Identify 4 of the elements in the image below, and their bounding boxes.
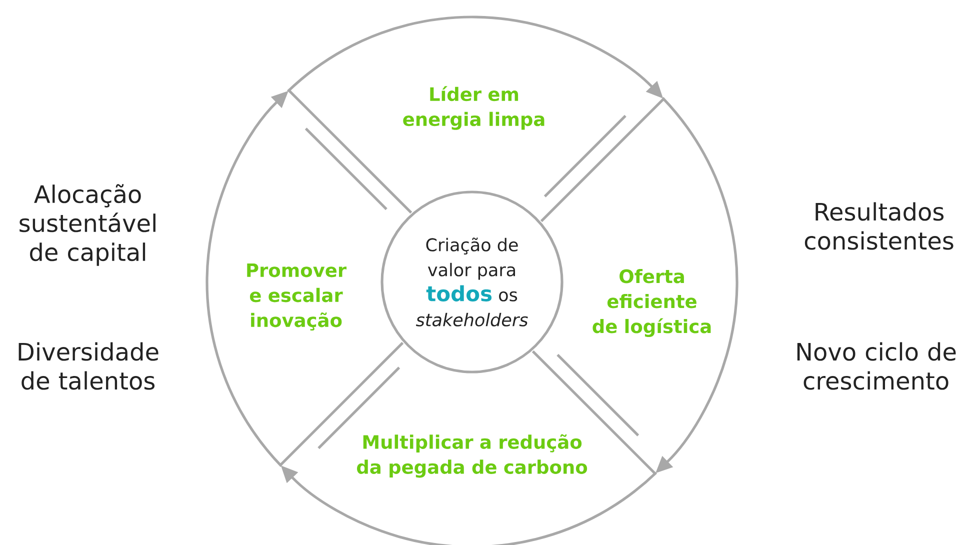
side-label: Alocação sustentável de capital: [20, 184, 156, 266]
side-label: Novo ciclo de crescimento: [797, 342, 956, 390]
side-label: Diversidade de talentos: [18, 342, 158, 390]
side-label: Resultados consistentes: [804, 202, 954, 250]
